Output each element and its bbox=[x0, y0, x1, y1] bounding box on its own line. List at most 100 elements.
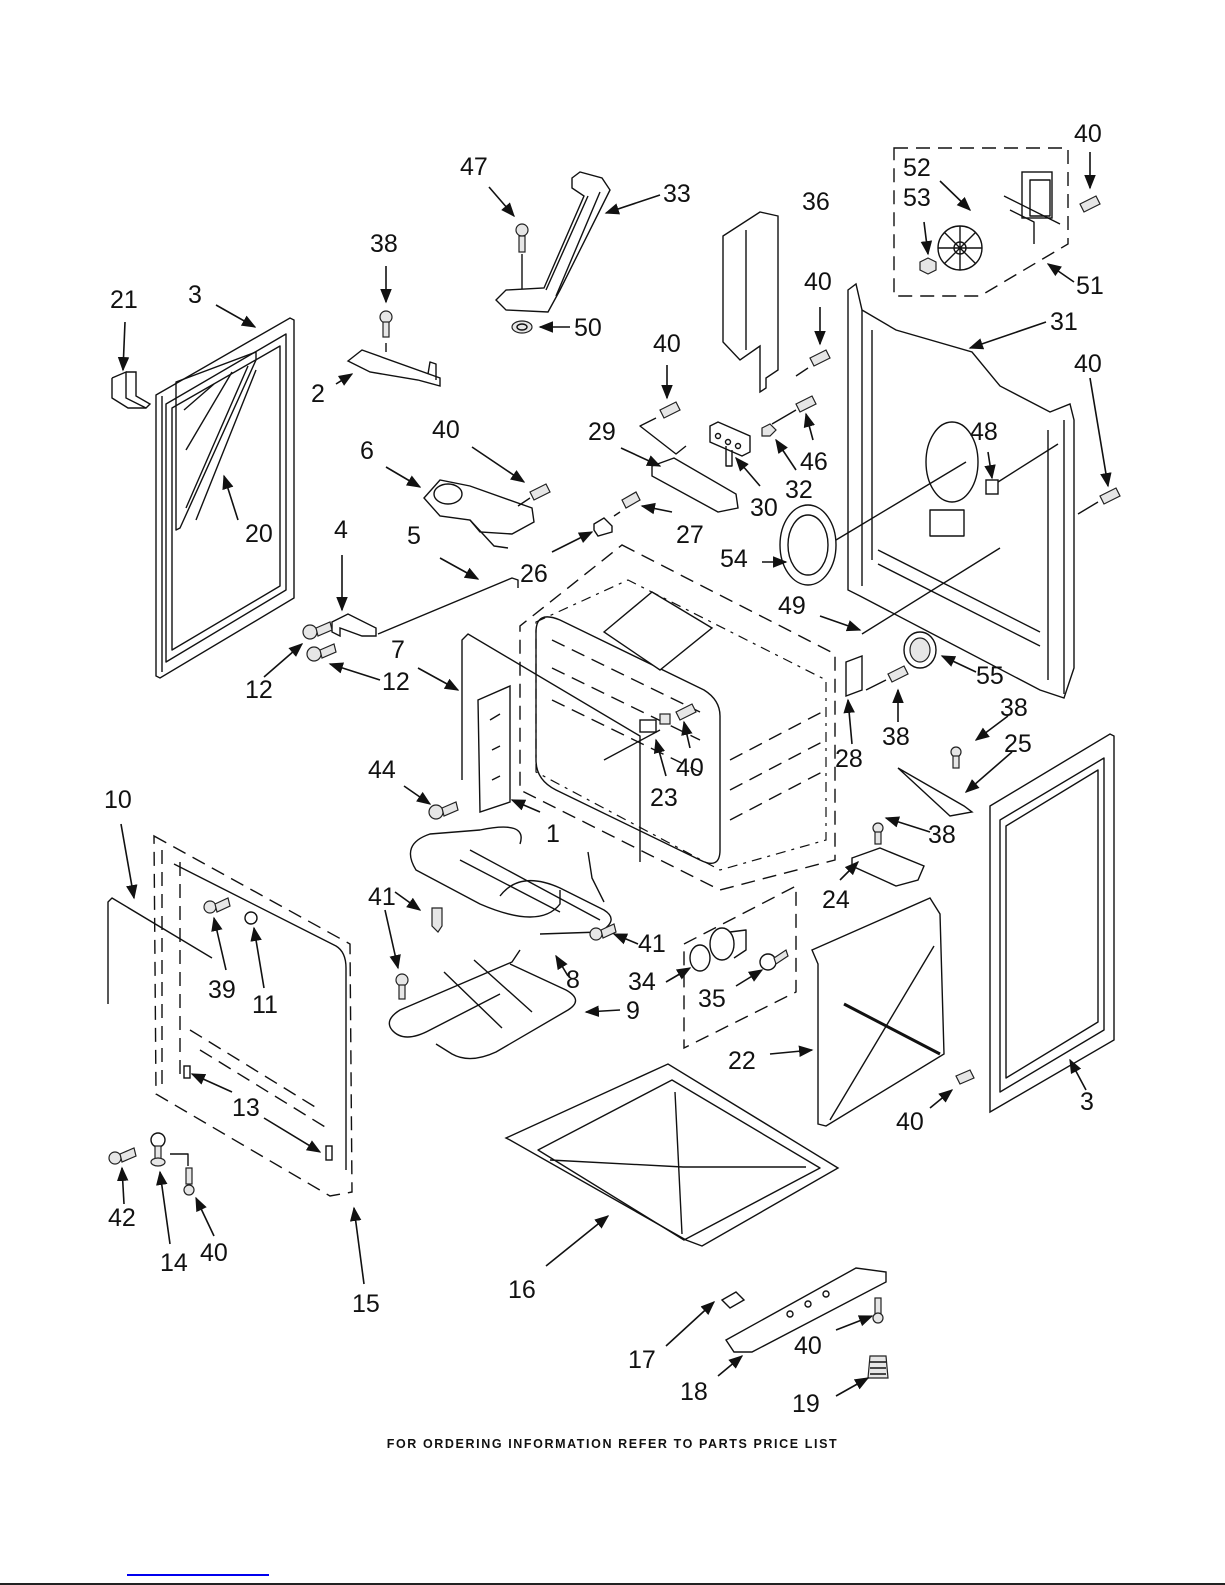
part-25-bracket bbox=[898, 768, 972, 816]
part-53-nut bbox=[920, 258, 936, 274]
part-40-screw-a bbox=[796, 350, 830, 376]
part-40-screw-g bbox=[1080, 196, 1100, 212]
part-24-plate bbox=[852, 848, 924, 886]
callout-17: 17 bbox=[628, 1346, 656, 1374]
callout-33: 33 bbox=[663, 180, 691, 208]
part-38-screw-top bbox=[380, 311, 392, 352]
callout-26: 26 bbox=[520, 560, 548, 588]
callout-13: 13 bbox=[232, 1094, 260, 1122]
part-36-shield bbox=[723, 212, 778, 392]
part-55-fan-cover bbox=[904, 632, 936, 668]
part-21-bracket bbox=[112, 372, 150, 408]
part-41-screw-a bbox=[432, 908, 442, 932]
callout-38-c: 38 bbox=[1000, 694, 1028, 722]
callout-2: 2 bbox=[311, 380, 325, 408]
part-51-convection-motor bbox=[1004, 172, 1060, 244]
part-39-screw bbox=[204, 898, 230, 913]
part-40-screw-i bbox=[956, 1070, 974, 1084]
callout-40-d: 40 bbox=[676, 754, 704, 782]
callout-48: 48 bbox=[970, 418, 998, 446]
callout-18: 18 bbox=[680, 1378, 708, 1406]
part-5-latch-rod bbox=[378, 578, 518, 634]
part-31-rear-panel bbox=[848, 284, 1074, 698]
callout-41-b: 41 bbox=[638, 930, 666, 958]
callout-41-a: 41 bbox=[368, 883, 396, 911]
callout-3-left: 3 bbox=[188, 281, 202, 309]
callout-27: 27 bbox=[676, 521, 704, 549]
callout-39: 39 bbox=[208, 976, 236, 1004]
callout-16: 16 bbox=[508, 1276, 536, 1304]
part-14-leveling-leg bbox=[151, 1133, 188, 1166]
callout-40-i: 40 bbox=[794, 1332, 822, 1360]
part-40-screw-c bbox=[530, 484, 550, 500]
part-29-bracket bbox=[652, 458, 738, 512]
part-40-screw-h bbox=[1078, 488, 1120, 514]
part-40-screw-f bbox=[873, 1298, 883, 1323]
callout-20: 20 bbox=[245, 520, 273, 548]
callout-51: 51 bbox=[1076, 272, 1104, 300]
part-1-element-bracket bbox=[478, 686, 510, 812]
callout-4: 4 bbox=[334, 516, 348, 544]
part-50-grommet bbox=[512, 321, 532, 333]
callout-53: 53 bbox=[903, 184, 931, 212]
part-9-bake-element bbox=[389, 950, 575, 1059]
part-12-screw-b bbox=[307, 644, 336, 661]
callout-12-b: 12 bbox=[382, 668, 410, 696]
callout-44: 44 bbox=[368, 756, 396, 784]
callout-14: 14 bbox=[160, 1249, 188, 1277]
callout-54: 54 bbox=[720, 545, 748, 573]
callout-47: 47 bbox=[460, 153, 488, 181]
part-35-light-bulb bbox=[760, 950, 788, 970]
part-10-door-gasket bbox=[108, 898, 212, 1004]
part-33-vent-duct bbox=[496, 172, 610, 312]
part-3-side-panel-right bbox=[990, 734, 1114, 1112]
callout-7: 7 bbox=[391, 636, 405, 664]
part-2-bracket bbox=[348, 350, 440, 386]
callout-40-f: 40 bbox=[1074, 350, 1102, 378]
callout-28: 28 bbox=[835, 745, 863, 773]
part-47-screw bbox=[516, 224, 528, 298]
callout-25: 25 bbox=[1004, 730, 1032, 758]
part-13-hinge-clip-b bbox=[326, 1146, 332, 1160]
callout-1: 1 bbox=[546, 820, 560, 848]
part-17-clip bbox=[722, 1292, 744, 1308]
callout-32: 32 bbox=[785, 476, 813, 504]
callout-11: 11 bbox=[252, 991, 278, 1019]
callout-12-a: 12 bbox=[245, 676, 273, 704]
callout-21: 21 bbox=[110, 286, 138, 314]
callout-46: 46 bbox=[800, 448, 828, 476]
callout-49: 49 bbox=[778, 592, 806, 620]
part-34-light-lens bbox=[690, 928, 746, 971]
callout-42: 42 bbox=[108, 1204, 136, 1232]
callout-30: 30 bbox=[750, 494, 778, 522]
callout-52: 52 bbox=[903, 154, 931, 182]
part-11-bumper bbox=[245, 912, 257, 924]
part-38-screw-c bbox=[951, 747, 961, 768]
part-27-screw bbox=[614, 492, 640, 516]
callout-31: 31 bbox=[1050, 308, 1078, 336]
part-16-bottom-pan bbox=[506, 1064, 838, 1246]
part-13-hinge-clip-a bbox=[184, 1066, 190, 1078]
part-40-screw-b bbox=[640, 402, 686, 454]
callout-40-a: 40 bbox=[653, 330, 681, 358]
part-12-screw-a bbox=[303, 622, 332, 639]
callout-38-b: 38 bbox=[882, 723, 910, 751]
callout-40-c: 40 bbox=[432, 416, 460, 444]
part-4-latch-bracket bbox=[332, 614, 376, 636]
part-44-screw bbox=[429, 802, 458, 819]
callout-19: 19 bbox=[792, 1390, 820, 1418]
part-41-screw-b bbox=[590, 924, 616, 940]
part-28-bracket bbox=[846, 656, 862, 696]
part-6-latch-motor bbox=[424, 480, 534, 548]
callout-40-g: 40 bbox=[896, 1108, 924, 1136]
part-52-fan-blade bbox=[938, 226, 982, 270]
part-38-screw-d bbox=[873, 823, 883, 844]
callout-40-e: 40 bbox=[1074, 120, 1102, 148]
part-40-screw-e bbox=[184, 1168, 194, 1195]
link-underline[interactable] bbox=[127, 1574, 269, 1576]
part-40-screw-d bbox=[676, 704, 696, 720]
callout-38: 38 bbox=[370, 230, 398, 258]
callout-9: 9 bbox=[626, 997, 640, 1025]
part-38-screw-b bbox=[866, 666, 908, 690]
